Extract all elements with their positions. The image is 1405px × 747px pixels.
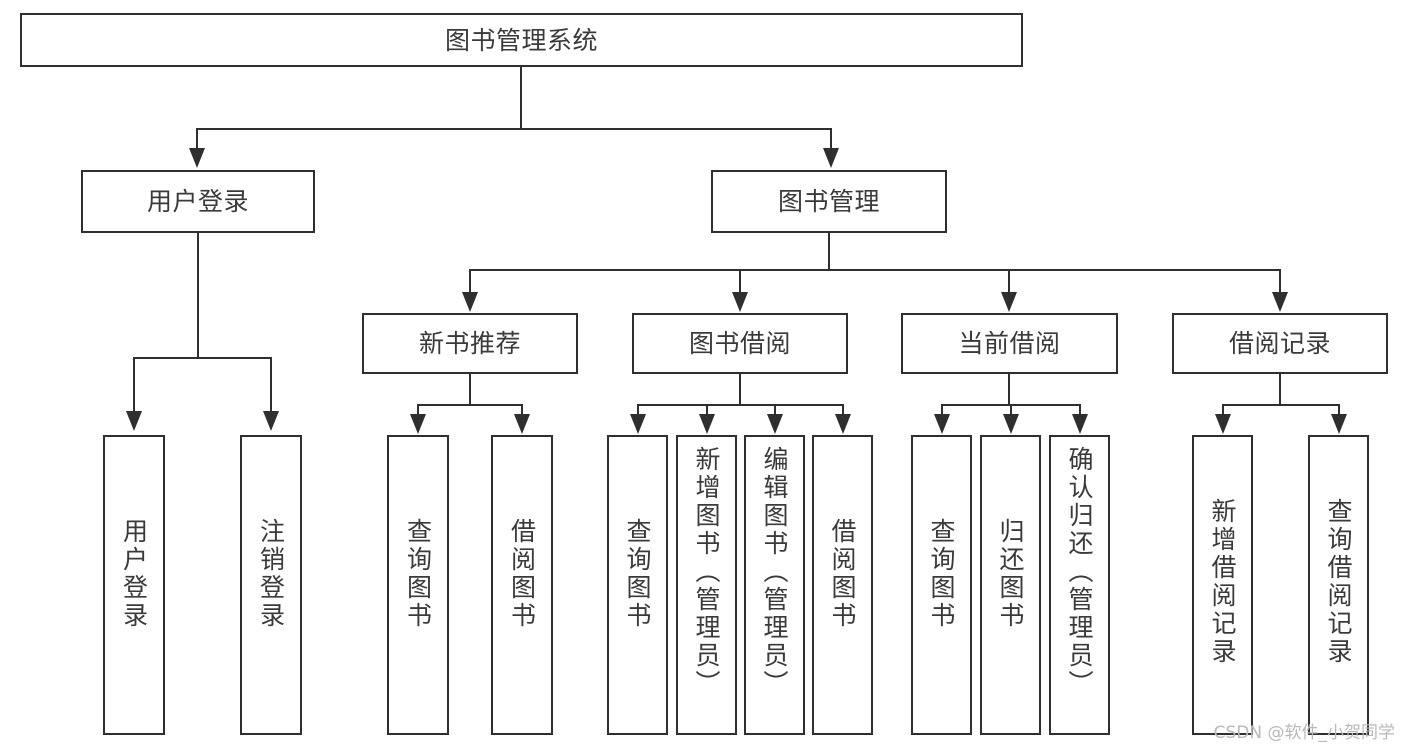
- connector-current-borrow-to-leaf-2: [1010, 404, 1012, 416]
- node-book-management[interactable]: 图书管理: [711, 170, 947, 233]
- arrow-borrow-record-to-leaf-1: [1215, 414, 1231, 434]
- connector-new-book-bus: [417, 404, 523, 406]
- node-leaf-query-book-current-label: 查询图书: [927, 518, 956, 630]
- node-leaf-confirm-return-admin[interactable]: 确认归还（管理员）: [1049, 435, 1110, 735]
- node-new-book-recommend-label: 新书推荐: [418, 329, 521, 358]
- connector-book-borrow-to-leaf-2: [706, 404, 708, 416]
- connector-book-borrow-to-leaf-4: [842, 404, 844, 416]
- watermark-text: CSDN @软件_小贺同学: [1213, 723, 1395, 743]
- node-leaf-logout-label: 注销登录: [256, 518, 286, 630]
- connector-current-borrow-stem: [1008, 374, 1010, 406]
- node-leaf-borrow-book-recommend[interactable]: 借阅图书: [491, 435, 553, 735]
- node-book-management-label: 图书管理: [777, 187, 880, 216]
- connector-new-book-to-leaf-2: [521, 404, 523, 416]
- connector-book-manage-bus: [469, 269, 1280, 271]
- arrow-new-book-to-leaf-1: [410, 414, 426, 434]
- arrow-root-to-book-manage: [823, 148, 839, 168]
- connector-root-stem: [520, 67, 522, 129]
- node-leaf-add-borrow-record-label: 新增借阅记录: [1208, 498, 1237, 666]
- arrow-current-borrow-to-leaf-1: [934, 414, 950, 434]
- node-leaf-query-book-current[interactable]: 查询图书: [911, 435, 972, 735]
- connector-current-borrow-to-leaf-3: [1079, 404, 1081, 416]
- arrow-book-manage-to-current: [1001, 292, 1017, 312]
- connector-user-login-bus: [133, 357, 271, 359]
- connector-new-book-stem: [469, 374, 471, 406]
- connector-root-to-book-manage: [830, 128, 832, 150]
- node-leaf-borrow-book[interactable]: 借阅图书: [812, 435, 873, 735]
- node-root-book-management-system[interactable]: 图书管理系统: [20, 13, 1023, 67]
- connector-book-manage-to-new-book: [469, 269, 471, 293]
- connector-book-manage-to-current: [1008, 269, 1010, 293]
- node-leaf-confirm-return-admin-label: 确认归还（管理员）: [1065, 446, 1094, 698]
- connector-borrow-record-stem: [1279, 374, 1281, 406]
- node-leaf-user-login-label: 用户登录: [119, 518, 149, 630]
- arrow-book-borrow-to-leaf-4: [835, 414, 851, 434]
- connector-borrow-record-bus: [1222, 404, 1340, 406]
- node-leaf-return-book[interactable]: 归还图书: [980, 435, 1041, 735]
- node-leaf-query-book-recommend-label: 查询图书: [403, 518, 433, 630]
- node-leaf-query-borrow-record-label: 查询借阅记录: [1324, 498, 1353, 666]
- connector-book-borrow-stem: [739, 374, 741, 406]
- node-current-borrow-label: 当前借阅: [958, 329, 1061, 358]
- connector-book-manage-stem: [828, 233, 830, 270]
- arrow-current-borrow-to-leaf-3: [1072, 414, 1088, 434]
- connector-root-bus: [196, 128, 832, 130]
- connector-borrow-record-to-leaf-2: [1338, 404, 1340, 416]
- node-borrow-record-label: 借阅记录: [1228, 329, 1331, 358]
- node-new-book-recommend[interactable]: 新书推荐: [362, 313, 578, 374]
- arrow-book-manage-to-record: [1272, 292, 1288, 312]
- arrow-new-book-to-leaf-2: [514, 414, 530, 434]
- node-leaf-user-login[interactable]: 用户登录: [103, 435, 165, 735]
- connector-user-login-stem: [197, 233, 199, 358]
- node-root-label: 图书管理系统: [444, 25, 598, 55]
- node-leaf-query-book-borrow[interactable]: 查询图书: [607, 435, 668, 735]
- node-leaf-borrow-book-label: 借阅图书: [828, 518, 857, 630]
- connector-borrow-record-to-leaf-1: [1222, 404, 1224, 416]
- node-book-borrow-label: 图书借阅: [688, 329, 791, 358]
- connector-user-login-to-leaf-1: [133, 357, 135, 412]
- node-leaf-edit-book-admin-label: 编辑图书（管理员）: [760, 446, 789, 698]
- connector-user-login-to-leaf-2: [270, 357, 272, 412]
- node-user-login-label: 用户登录: [146, 187, 249, 216]
- node-current-borrow[interactable]: 当前借阅: [901, 313, 1118, 374]
- arrow-book-manage-to-borrow: [732, 292, 748, 312]
- node-leaf-edit-book-admin[interactable]: 编辑图书（管理员）: [744, 435, 805, 735]
- connector-book-borrow-to-leaf-3: [774, 404, 776, 416]
- arrow-book-borrow-to-leaf-1: [630, 414, 646, 434]
- arrow-book-borrow-to-leaf-3: [767, 414, 783, 434]
- connector-current-borrow-to-leaf-1: [941, 404, 943, 416]
- arrow-book-manage-to-new-book: [462, 292, 478, 312]
- connector-book-borrow-bus: [637, 404, 843, 406]
- connector-new-book-to-leaf-1: [417, 404, 419, 416]
- node-leaf-borrow-book-recommend-label: 借阅图书: [507, 518, 537, 630]
- node-leaf-query-book-recommend[interactable]: 查询图书: [387, 435, 449, 735]
- node-user-login[interactable]: 用户登录: [81, 170, 315, 233]
- node-leaf-add-book-admin-label: 新增图书（管理员）: [692, 446, 721, 698]
- arrow-user-login-to-leaf-2: [263, 411, 279, 431]
- connector-book-borrow-to-leaf-1: [637, 404, 639, 416]
- arrow-book-borrow-to-leaf-2: [699, 414, 715, 434]
- node-leaf-add-borrow-record[interactable]: 新增借阅记录: [1192, 435, 1253, 735]
- arrow-borrow-record-to-leaf-2: [1331, 414, 1347, 434]
- node-book-borrow[interactable]: 图书借阅: [632, 313, 848, 374]
- connector-root-to-user-login: [196, 128, 198, 150]
- arrow-current-borrow-to-leaf-2: [1003, 414, 1019, 434]
- node-leaf-query-book-borrow-label: 查询图书: [623, 518, 652, 630]
- node-leaf-query-borrow-record[interactable]: 查询借阅记录: [1308, 435, 1369, 735]
- node-borrow-record[interactable]: 借阅记录: [1172, 313, 1388, 374]
- node-leaf-add-book-admin[interactable]: 新增图书（管理员）: [676, 435, 737, 735]
- connector-book-manage-to-borrow: [739, 269, 741, 293]
- node-leaf-logout[interactable]: 注销登录: [240, 435, 302, 735]
- connector-book-manage-to-record: [1279, 269, 1281, 293]
- arrow-user-login-to-leaf-1: [126, 411, 142, 431]
- node-leaf-return-book-label: 归还图书: [996, 518, 1025, 630]
- arrow-root-to-user-login: [189, 148, 205, 168]
